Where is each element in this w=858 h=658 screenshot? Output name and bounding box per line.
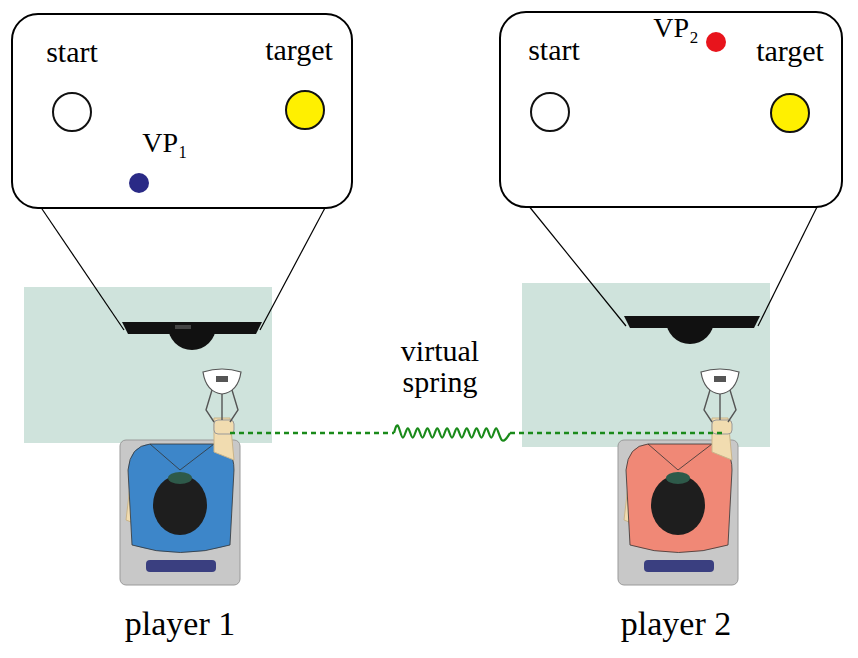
node-label: VP₂ (653, 13, 699, 42)
table (522, 283, 770, 447)
spring-line (510, 432, 724, 435)
start-circle: start (530, 92, 570, 132)
arm (712, 418, 732, 460)
callout-line (758, 205, 818, 326)
player-setup (12, 14, 352, 443)
manipulandum (701, 369, 739, 394)
node-label: target (265, 34, 333, 66)
virtual-partner-dot: VP₁ (129, 173, 149, 193)
manipulandum (203, 369, 241, 394)
player-setup (500, 12, 842, 447)
cushion (644, 560, 714, 572)
callout-line (260, 206, 326, 330)
monitor (122, 322, 262, 334)
monitor (624, 316, 760, 328)
spring-line (230, 432, 394, 435)
player-label: player 2 (621, 606, 731, 642)
spring-label: virtual spring (365, 335, 515, 398)
start-circle: start (52, 92, 92, 132)
cushion (146, 560, 216, 572)
target-circle: target (770, 93, 810, 133)
screen-panel (500, 12, 842, 207)
chair (618, 440, 738, 585)
chair (120, 440, 240, 585)
callout-line (40, 206, 124, 330)
table (24, 287, 272, 443)
screen-panel (12, 14, 352, 208)
node-label: start (46, 36, 98, 68)
node-label: start (528, 34, 580, 66)
monitor-detail (175, 325, 191, 329)
callout-line (528, 205, 626, 326)
player-figure (120, 369, 241, 585)
target-circle: target (285, 90, 325, 130)
torso (128, 444, 234, 553)
torso (626, 444, 732, 553)
spring-coil (394, 425, 510, 440)
player-label: player 1 (125, 606, 235, 642)
node-label: VP₁ (142, 128, 188, 157)
node-label: target (756, 35, 824, 67)
player-figure (618, 369, 739, 585)
virtual-partner-dot: VP₂ (706, 32, 726, 52)
arm (214, 418, 234, 460)
